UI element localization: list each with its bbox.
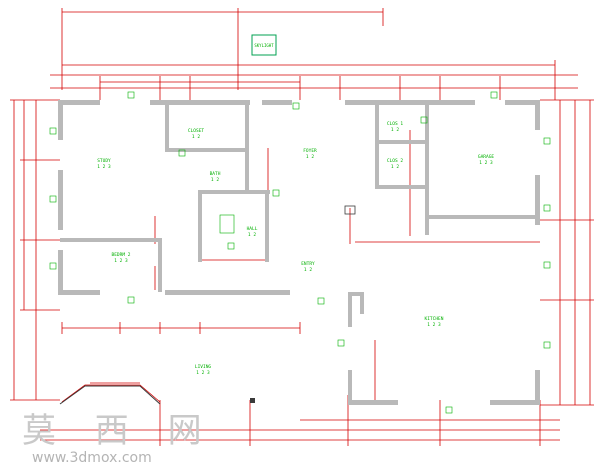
room-sub: 1 2 3 (97, 164, 111, 170)
skylight-box (251, 34, 277, 56)
room-label: BEDRM 2 (112, 252, 131, 258)
room-sub: 1 2 3 (479, 160, 493, 166)
room-sub: 1 2 3 (427, 322, 441, 328)
walls (58, 100, 540, 405)
left-dimension-lines (10, 99, 60, 401)
room-sub: 1 2 3 (196, 370, 210, 376)
right-dimension-lines (540, 99, 594, 406)
watermark-brand: 莫 西 网 (22, 411, 216, 451)
bath-fixture (219, 214, 235, 234)
watermark-url: www.3dmox.com (32, 450, 152, 466)
room-labels: STUDY 1 2 3 CLOSET 1 2 BATH 1 2 FOYER 1 … (97, 121, 494, 376)
room-label: CLOS 2 (387, 158, 404, 164)
room-label: LIVING (195, 364, 212, 370)
room-label: STUDY (97, 158, 111, 164)
bottom-dimension-lines (40, 395, 560, 446)
callout-tags (49, 91, 551, 414)
window-marker (344, 205, 356, 215)
skylight-label: SKYLIGHT (254, 43, 274, 48)
room-label: CLOS 1 (387, 121, 404, 127)
watermark: 莫 西 网 www.3dmox.com (22, 412, 202, 468)
room-label: KITCHEN (425, 316, 444, 322)
column-marker (250, 398, 255, 403)
room-label: GARAGE (478, 154, 495, 160)
room-sub: 1 2 (391, 127, 399, 133)
room-sub: 1 2 (391, 164, 399, 170)
room-label: FOYER (303, 148, 317, 154)
interior-dimension-lines (61, 130, 540, 400)
room-sub: 1 2 3 (114, 258, 128, 264)
bay-window-outline (61, 384, 161, 403)
room-label: ENTRY (301, 261, 315, 267)
room-label: HALL (247, 226, 258, 232)
bay-window-frame (59, 385, 161, 405)
room-sub: 1 2 (306, 154, 314, 160)
room-sub: 1 2 (248, 232, 256, 238)
top-dimension-lines (50, 8, 578, 100)
room-label: BATH (210, 171, 221, 177)
room-sub: 1 2 (211, 177, 219, 183)
room-label: CLOSET (188, 128, 205, 134)
room-sub: 1 2 (304, 267, 312, 273)
room-sub: 1 2 (192, 134, 200, 140)
